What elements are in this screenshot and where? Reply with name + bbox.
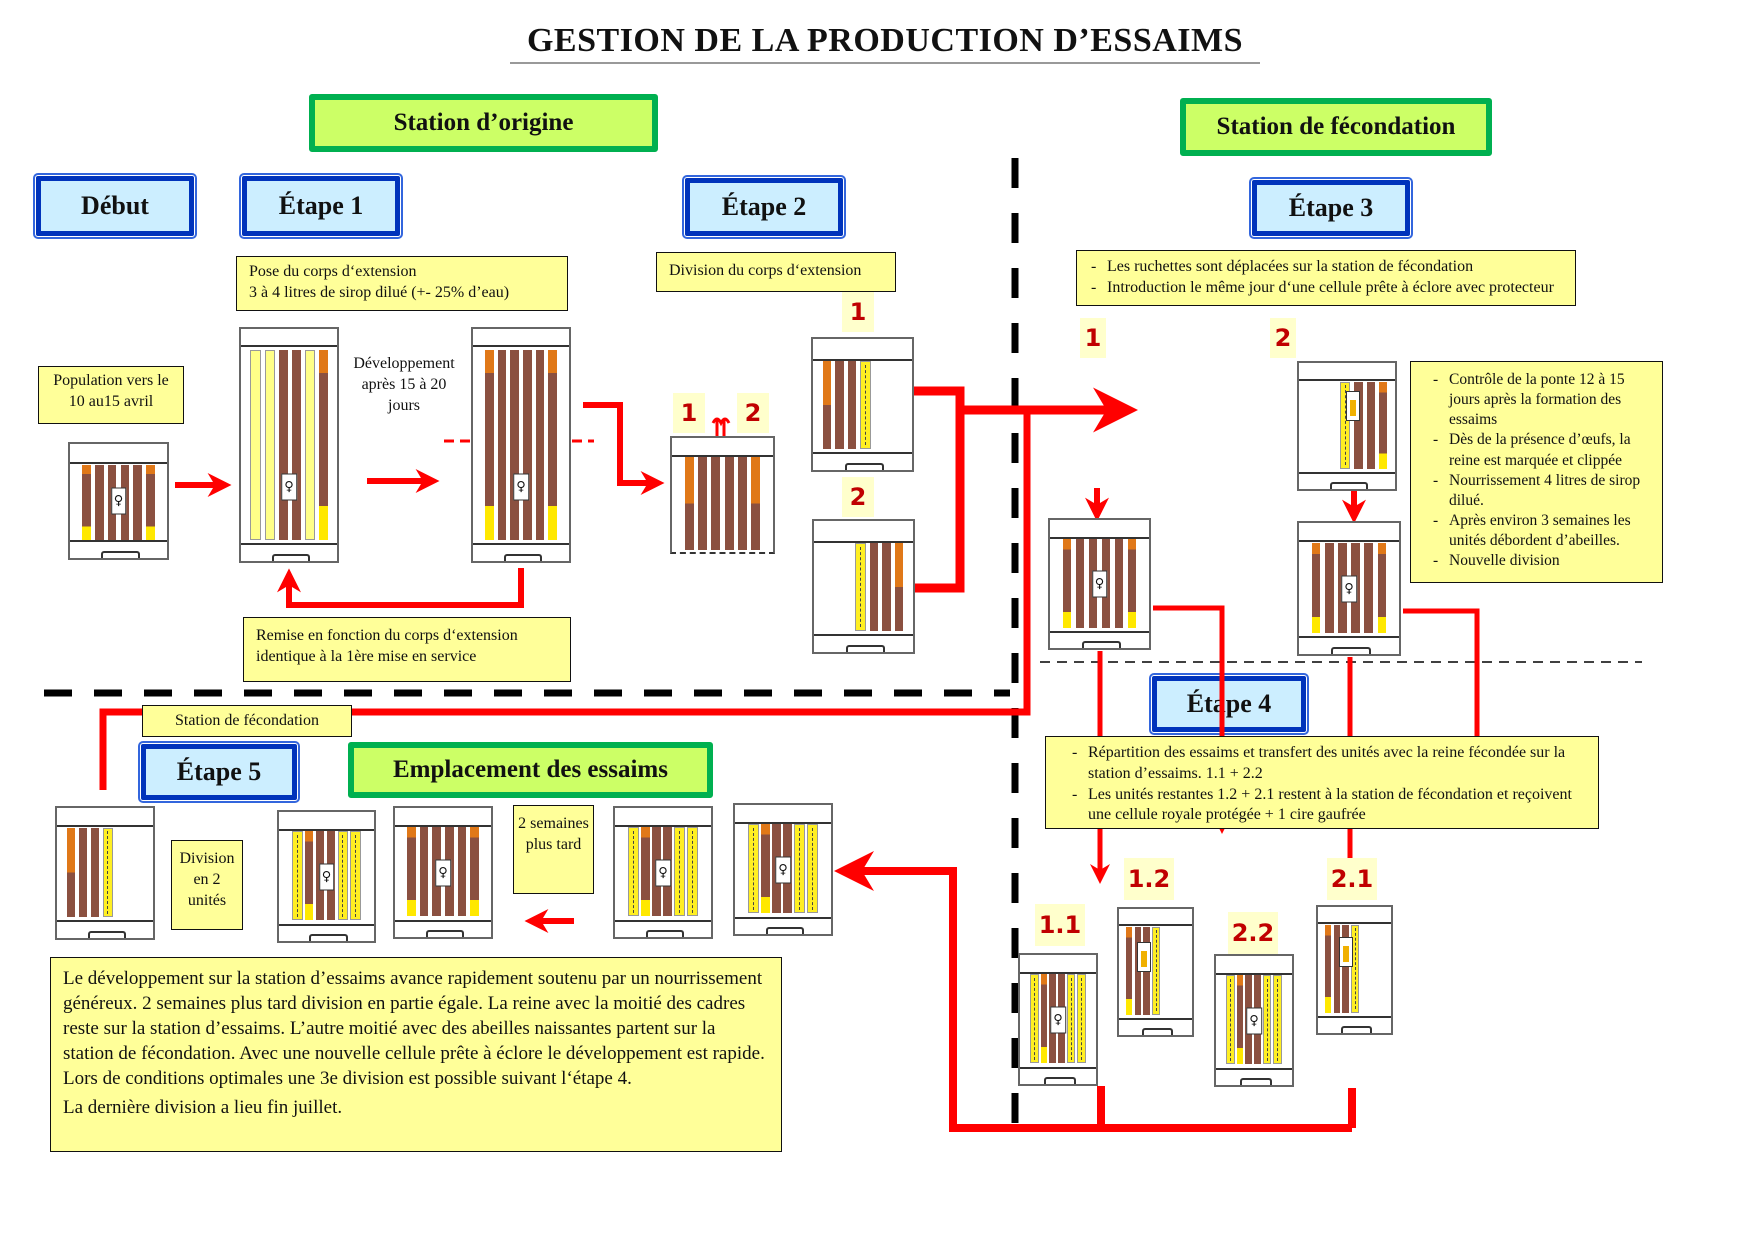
note-developpement: Développement après 15 à 20 jours <box>353 355 455 414</box>
note-etape4-item: Les unités restantes 1.2 + 2.1 restent à… <box>1072 785 1588 827</box>
queen-icon: ♀ <box>435 859 451 886</box>
hive-unit-2-2: ♀ <box>1214 954 1294 1087</box>
queen-icon: ♀ <box>775 856 791 883</box>
label-unit-1-1: 1.1 <box>1035 904 1085 946</box>
hive-debut: ♀ <box>68 442 169 560</box>
note-2-semaines: 2 semaines plus tard <box>513 805 594 894</box>
hive-extension-split <box>670 436 775 554</box>
note-etape4: Répartition des essaims et transfert des… <box>1045 736 1599 829</box>
note-population: Population vers le 10 au15 avril <box>38 366 184 424</box>
label-unit-2-2: 2.2 <box>1228 912 1278 954</box>
queen-icon: ♀ <box>1050 1006 1066 1033</box>
hive-etape1-with-extension: ♀ <box>239 327 339 563</box>
emplacement-essaims-header: Emplacement des essaims <box>348 742 713 798</box>
hive-etape2-unit-2 <box>812 519 915 654</box>
note-controle-ponte: Contrôle de la ponte 12 à 15 jours après… <box>1410 361 1663 583</box>
queen-icon: ♀ <box>318 863 335 890</box>
label-e3-1: 1 <box>1080 318 1106 358</box>
bottom-paragraph-last: La dernière division a lieu fin juillet. <box>63 1097 343 1119</box>
hive-etape3-unit-2-cell <box>1297 361 1397 491</box>
label-e3-2: 2 <box>1270 318 1296 358</box>
queen-icon: ♀ <box>1091 570 1108 598</box>
hive-unit-2-1 <box>1316 905 1393 1035</box>
note-controle-item: Contrôle de la ponte 12 à 15 jours après… <box>1433 370 1654 430</box>
label-unit-1-2: 1.2 <box>1124 858 1174 900</box>
hive-emplacement-1: ♀ <box>277 810 376 943</box>
hive-etape3-unit-2: ♀ <box>1297 521 1401 656</box>
label-unit-2-1: 2.1 <box>1327 858 1377 900</box>
queen-icon: ♀ <box>1246 1007 1262 1034</box>
label-hive-2: 2 <box>842 477 874 517</box>
note-etape3: Les ruchettes sont déplacées sur la stat… <box>1076 250 1576 306</box>
note-pose-line1: Pose du corps d‘extension <box>249 263 417 280</box>
note-controle-item: Nourrissement 4 litres de sirop dilué. <box>1433 471 1654 511</box>
label-split-1: 1 <box>673 393 705 433</box>
hive-etape3-unit-1: ♀ <box>1048 518 1151 650</box>
note-remise-extension: Remise en fonction du corps d‘extension … <box>243 617 571 682</box>
queen-cell-icon <box>1338 937 1353 968</box>
queen-icon: ♀ <box>655 859 671 886</box>
hive-developed: ♀ <box>471 327 571 563</box>
queen-icon: ♀ <box>110 487 127 515</box>
note-bottom-paragraph: Le développement sur la station d’essaim… <box>50 957 782 1152</box>
page-title: GESTION DE LA PRODUCTION D’ESSAIMS <box>510 22 1260 64</box>
queen-icon: ♀ <box>1341 575 1357 602</box>
note-pose-extension: Pose du corps d‘extension 3 à 4 litres d… <box>236 256 568 311</box>
label-hive-1: 1 <box>842 292 874 332</box>
note-division-corps: Division du corps d‘extension <box>656 252 896 292</box>
step-etape-4: Étape 4 <box>1149 673 1309 735</box>
step-debut: Début <box>33 173 197 239</box>
hive-etape2-unit-1 <box>811 337 914 472</box>
hive-etape5-split <box>55 806 155 940</box>
step-etape-2: Étape 2 <box>682 175 846 239</box>
hive-unit-1-2 <box>1117 907 1194 1037</box>
step-etape-3: Étape 3 <box>1249 177 1413 239</box>
station-origine-header: Station d’origine <box>309 94 658 152</box>
queen-cell-icon <box>1345 390 1360 421</box>
hive-emplacement-2: ♀ <box>393 806 493 939</box>
queen-icon: ♀ <box>513 473 529 501</box>
note-remise-line2: identique à la 1ère mise en service <box>256 647 477 665</box>
hive-unit-1-1: ♀ <box>1018 953 1098 1086</box>
note-controle-item: Nouvelle division <box>1433 551 1654 571</box>
step-etape-1: Étape 1 <box>239 173 403 239</box>
note-division-2-unites: Division en 2 unités <box>171 840 243 930</box>
note-controle-item: Après environ 3 semaines les unités débo… <box>1433 511 1654 551</box>
note-station-fecondation-label: Station de fécondation <box>142 705 352 737</box>
note-controle-item: Dès de la présence d’œufs, la reine est … <box>1433 430 1654 470</box>
note-etape4-item: Répartition des essaims et transfert des… <box>1072 743 1588 785</box>
note-pose-line2: 3 à 4 litres de sirop dilué (+- 25% d’ea… <box>249 283 510 301</box>
label-split-2: 2 <box>737 393 769 433</box>
note-etape3-item: Introduction le même jour d‘une cellule … <box>1091 278 1563 299</box>
queen-icon: ♀ <box>281 473 297 501</box>
hive-emplacement-4: ♀ <box>733 803 833 936</box>
station-fecondation-header: Station de fécondation <box>1180 98 1492 156</box>
note-remise-line1: Remise en fonction du corps d‘extension <box>256 627 518 644</box>
note-etape3-item: Les ruchettes sont déplacées sur la stat… <box>1091 257 1563 278</box>
bottom-paragraph-text: Le développement sur la station d’essaim… <box>63 968 765 1090</box>
queen-cell-icon <box>1136 941 1151 972</box>
step-etape-5: Étape 5 <box>138 741 300 803</box>
hive-emplacement-3: ♀ <box>613 806 713 939</box>
